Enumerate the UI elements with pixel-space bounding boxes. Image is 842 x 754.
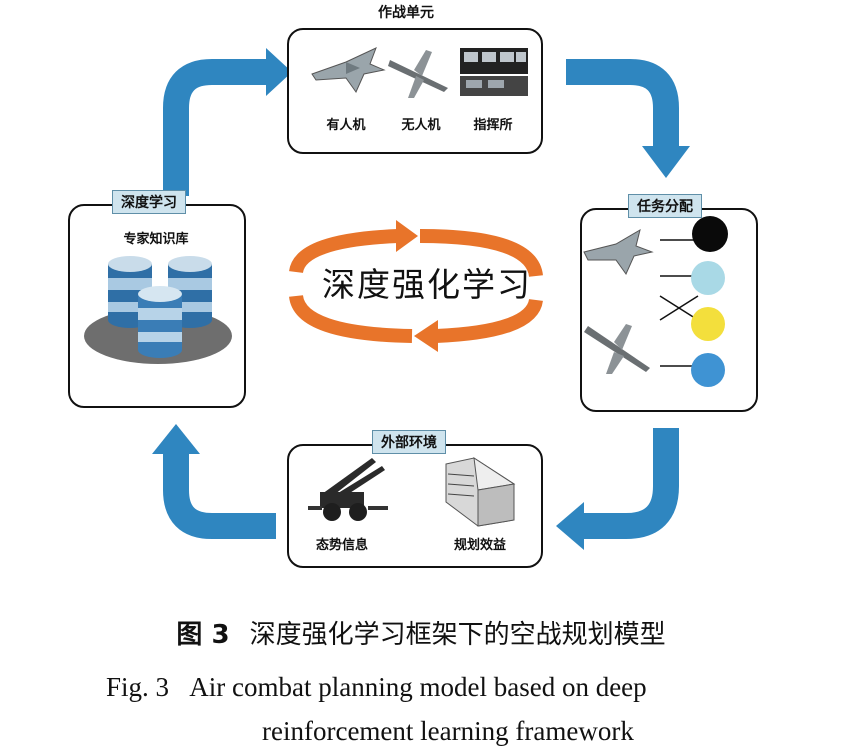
arrowhead-left bbox=[152, 424, 200, 454]
situation-info-label: 态势信息 bbox=[315, 538, 369, 553]
cycle-arrow-upper bbox=[289, 229, 399, 274]
caption-en-line1-text: Air combat planning model based on deep bbox=[189, 672, 647, 702]
task-allocation-tag: 任务分配 bbox=[628, 194, 702, 218]
caption-en-line2: reinforcement learning framework bbox=[262, 716, 634, 746]
fighter-jet-icon bbox=[311, 47, 386, 94]
arrowhead-top bbox=[266, 48, 292, 96]
drone-icon bbox=[388, 50, 448, 98]
caption-cn-text: 深度强化学习框架下的空战规划模型 bbox=[249, 620, 666, 650]
cycle-head-bottom bbox=[414, 320, 438, 352]
expert-knowledge-base-label: 专家知识库 bbox=[123, 232, 189, 247]
task-circle-black bbox=[692, 216, 728, 252]
arrow-right-to-bottom bbox=[582, 428, 679, 539]
planning-benefit-label: 规划效益 bbox=[453, 538, 507, 553]
arrow-left-to-top bbox=[163, 59, 268, 196]
benefit-cube-icon bbox=[445, 456, 516, 527]
db-stack-front bbox=[138, 286, 182, 358]
unmanned-aircraft-label: 无人机 bbox=[401, 118, 441, 133]
cycle-arrow-lower-left bbox=[289, 294, 413, 343]
cycle-arrow-upper-right bbox=[419, 229, 543, 278]
caption-cn-label: 图 3 bbox=[176, 620, 230, 650]
arrowhead-right bbox=[642, 146, 690, 178]
arrowhead-bottom bbox=[556, 502, 584, 550]
database-icon bbox=[84, 256, 232, 364]
combat-units-title: 作战单元 bbox=[378, 5, 434, 21]
task-circle-yellow bbox=[691, 307, 725, 341]
arrow-bottom-to-left bbox=[163, 452, 276, 539]
command-post-icon bbox=[460, 48, 528, 96]
cycle-arrow-lower bbox=[435, 298, 543, 343]
task-circle-blue bbox=[691, 353, 725, 387]
arrow-top-to-right bbox=[566, 59, 679, 148]
caption-en-line1: Fig. 3 Air combat planning model based o… bbox=[106, 672, 647, 703]
deep-learning-tag: 深度学习 bbox=[112, 190, 186, 214]
fighter-jet-icon bbox=[583, 228, 654, 276]
cycle-head-top bbox=[396, 220, 418, 252]
task-circle-light-blue bbox=[691, 261, 725, 295]
caption-chinese: 图 3 深度强化学习框架下的空战规划模型 bbox=[0, 614, 842, 651]
artillery-icon bbox=[308, 458, 388, 521]
deep-reinforcement-learning-label: 深度强化学习 bbox=[322, 265, 532, 304]
command-post-label: 指挥所 bbox=[473, 118, 513, 133]
drone-icon bbox=[584, 324, 650, 374]
allocation-diagram bbox=[583, 216, 728, 387]
caption-en-label: Fig. 3 bbox=[106, 672, 170, 702]
external-environment-tag: 外部环境 bbox=[372, 430, 446, 454]
manned-aircraft-label: 有人机 bbox=[326, 118, 366, 133]
